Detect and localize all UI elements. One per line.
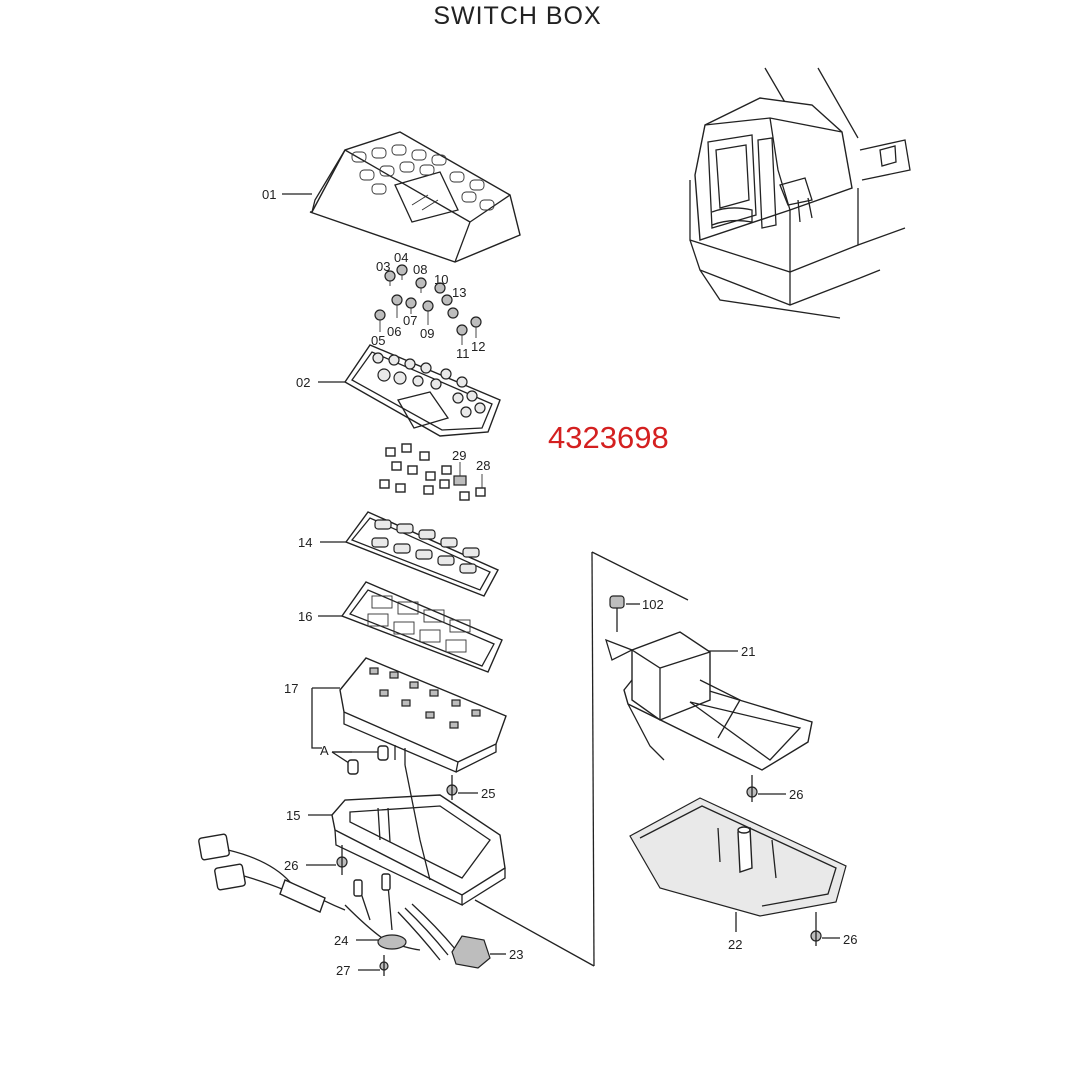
part-25-screw: 25 — [446, 775, 495, 801]
label-16: 16 — [298, 609, 312, 624]
part-24-wire-harness: 24 — [198, 833, 457, 961]
label-13: 13 — [452, 285, 466, 300]
label-07: 07 — [403, 313, 417, 328]
label-102: 102 — [642, 597, 664, 612]
part-21-bracket: 21 — [604, 631, 813, 771]
part-14-switch-panel: 14 — [298, 511, 499, 597]
part-23-grommet: 23 — [451, 935, 523, 969]
switch-caps-group: 03 04 08 10 13 07 06 09 05 11 12 — [371, 250, 485, 361]
label-22: 22 — [728, 937, 742, 952]
label-03: 03 — [376, 259, 390, 274]
label-24: 24 — [334, 933, 348, 948]
label-28: 28 — [476, 458, 490, 473]
label-06: 06 — [387, 324, 401, 339]
label-05: 05 — [371, 333, 385, 348]
label-04: 04 — [394, 250, 408, 265]
label-29: 29 — [452, 448, 466, 463]
label-21: 21 — [741, 644, 755, 659]
bracket-group-outline — [474, 551, 689, 967]
label-10: 10 — [434, 272, 448, 287]
diagram-title: SWITCH BOX — [433, 2, 602, 30]
part-17-circuit-board: 17 A — [284, 657, 507, 775]
label-02: 02 — [296, 375, 310, 390]
part-27-screw: 27 — [336, 955, 389, 978]
label-26-bottom: 26 — [843, 932, 857, 947]
label-26-left: 26 — [284, 858, 298, 873]
label-A: A — [320, 743, 329, 758]
part-26-screw-bottom: 26 — [810, 912, 857, 947]
label-14: 14 — [298, 535, 312, 550]
switch-blocks-group: 29 28 — [379, 443, 490, 501]
label-27: 27 — [336, 963, 350, 978]
label-12: 12 — [471, 339, 485, 354]
part-26-screw-left: 26 — [284, 845, 348, 875]
part-02-rubber-sheet: 02 — [296, 344, 501, 437]
part-102-bolt: 102 — [609, 595, 664, 632]
label-08: 08 — [413, 262, 427, 277]
part-26-screw-middle: 26 — [746, 775, 803, 802]
part-16-frame: 16 — [298, 581, 503, 673]
label-15: 15 — [286, 808, 300, 823]
label-26-middle: 26 — [789, 787, 803, 802]
label-25: 25 — [481, 786, 495, 801]
label-09: 09 — [420, 326, 434, 341]
label-01: 01 — [262, 187, 276, 202]
part-22-lower-cover: 22 — [629, 797, 847, 952]
part-15-base-case: 15 — [286, 764, 506, 907]
label-23: 23 — [509, 947, 523, 962]
part-01-switch-cover: 01 — [262, 131, 521, 263]
part-number: 4323698 — [548, 420, 669, 455]
label-17: 17 — [284, 681, 298, 696]
cab-inset-drawing — [689, 67, 911, 319]
label-11: 11 — [456, 346, 470, 361]
